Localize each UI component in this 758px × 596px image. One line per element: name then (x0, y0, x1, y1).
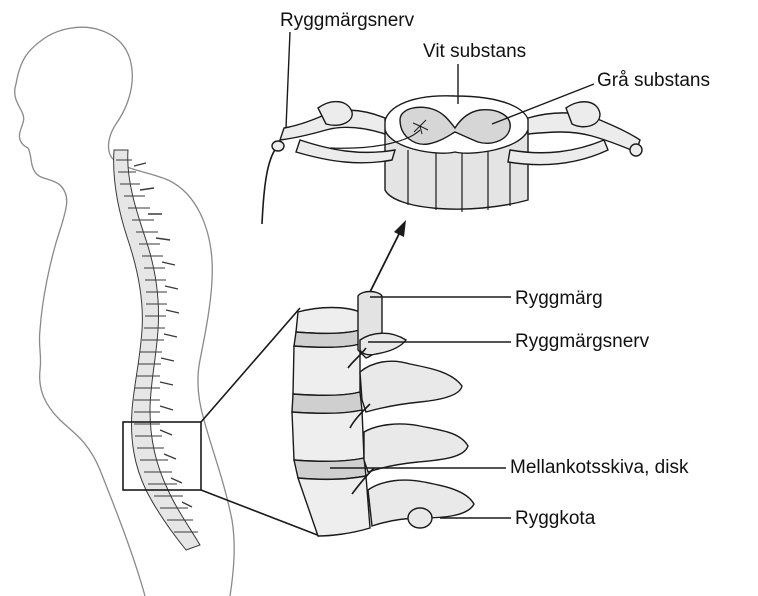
vertebrae-closeup (292, 292, 474, 537)
vertebra-body-3 (292, 410, 364, 461)
descending-nerve (262, 148, 276, 224)
label-white-matter: Vit substans (423, 41, 526, 63)
zoom-arrow-shaft (370, 232, 400, 292)
label-spinal-nerve: Ryggmärgsnerv (515, 331, 649, 353)
disc-2 (292, 392, 362, 413)
zoom-line-top (201, 308, 300, 422)
label-spinal-nerve-top: Ryggmärgsnerv (280, 10, 414, 32)
zoom-line-bottom (201, 490, 320, 536)
right-nerve-end (630, 144, 642, 156)
left-lower-branch (296, 140, 395, 163)
nerve-ganglion (408, 508, 432, 528)
cord-cross-section (262, 96, 642, 224)
vertebra-body-2 (293, 344, 360, 395)
process-2 (360, 361, 462, 412)
zoom-arrow-head (394, 220, 406, 237)
process-3 (364, 424, 468, 472)
label-spinal-cord: Ryggmärg (515, 288, 603, 310)
body-silhouette (15, 27, 234, 596)
label-intervertebral-disc: Mellankotsskiva, disk (510, 457, 688, 479)
left-nerve-end (272, 141, 284, 151)
vertebra-body-1 (296, 308, 360, 334)
process-1 (360, 333, 406, 355)
right-ganglion (566, 102, 600, 127)
leader-spinal-nerve-top (286, 32, 290, 128)
label-gray-matter: Grå substans (597, 70, 710, 92)
label-vertebra: Ryggkota (515, 508, 595, 530)
